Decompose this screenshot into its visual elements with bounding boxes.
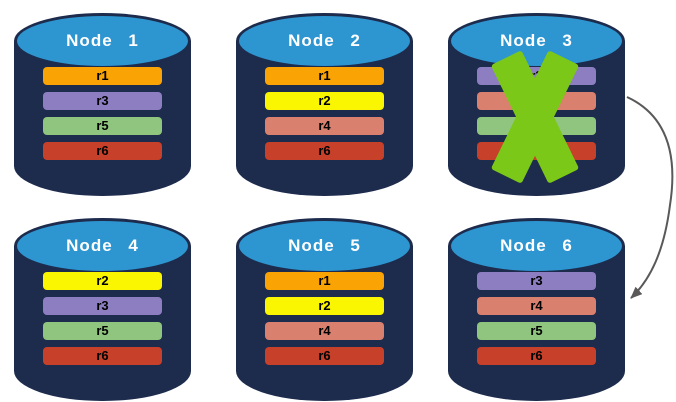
replica-bar: r3	[43, 92, 162, 110]
replica-bar: r4	[265, 322, 384, 340]
cylinder-top: Node 4	[14, 218, 191, 274]
node-label: Node 5	[288, 236, 361, 255]
replica-bar: r5	[43, 322, 162, 340]
replica-list: r1 r3 r5 r6	[43, 67, 162, 160]
replica-bar: r5	[43, 117, 162, 135]
node-6-cylinder: Node 6 r3 r4 r5 r6	[448, 218, 625, 401]
replica-bar: r4	[265, 117, 384, 135]
cylinder-top: Node 5	[236, 218, 413, 274]
replica-bar: r1	[265, 272, 384, 290]
replica-bar: r6	[477, 347, 596, 365]
replica-bar: r2	[265, 92, 384, 110]
replica-bar: r6	[265, 347, 384, 365]
replica-bar: r6	[43, 347, 162, 365]
cylinder-top: Node 2	[236, 13, 413, 69]
replica-bar: r1	[265, 67, 384, 85]
replica-list: r1 r2 r4 r6	[265, 67, 384, 160]
failure-x-icon	[448, 13, 625, 196]
replica-bar: r1	[43, 67, 162, 85]
cylinder-top: Node 6	[448, 218, 625, 274]
replica-bar: r2	[43, 272, 162, 290]
node-label: Node 2	[288, 31, 361, 50]
replica-list: r2 r3 r5 r6	[43, 272, 162, 365]
replica-bar: r2	[265, 297, 384, 315]
replica-bar: r5	[477, 322, 596, 340]
replica-list: r1 r2 r4 r6	[265, 272, 384, 365]
cylinder-top: Node 1	[14, 13, 191, 69]
replica-bar: r3	[477, 272, 596, 290]
replica-list: r3 r4 r5 r6	[477, 272, 596, 365]
replica-bar: r6	[43, 142, 162, 160]
replica-bar: r4	[477, 297, 596, 315]
node-5-cylinder: Node 5 r1 r2 r4 r6	[236, 218, 413, 401]
node-label: Node 6	[500, 236, 573, 255]
node-label: Node 4	[66, 236, 139, 255]
node-2-cylinder: Node 2 r1 r2 r4 r6	[236, 13, 413, 196]
node-1-cylinder: Node 1 r1 r3 r5 r6	[14, 13, 191, 196]
node-4-cylinder: Node 4 r2 r3 r5 r6	[14, 218, 191, 401]
arrow-path	[626, 96, 674, 299]
replica-bar: r6	[265, 142, 384, 160]
node-label: Node 3	[500, 31, 573, 50]
replica-bar: r3	[43, 297, 162, 315]
node-label: Node 1	[66, 31, 139, 50]
node-3-cylinder: Node 3 r3 r4 r5 r6	[448, 13, 625, 196]
